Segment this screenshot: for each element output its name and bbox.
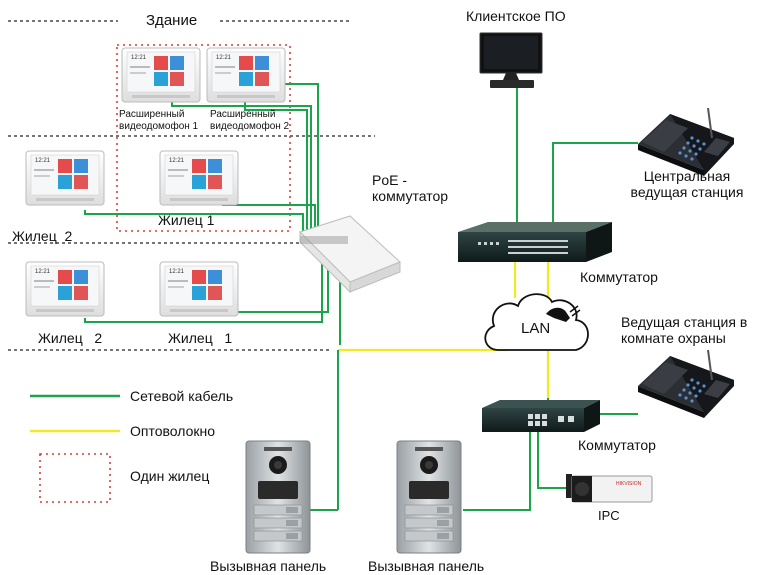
guard-master-station (637, 349, 735, 419)
monitor-time-6: 12:21 (169, 269, 185, 275)
monitor-time-1: 12:21 (131, 55, 147, 61)
lan-cloud (484, 293, 589, 351)
extension-monitor-2-label: Расширенный видеодомофон 2 (210, 109, 290, 132)
section-separators (8, 20, 375, 351)
call-panel-2 (396, 440, 462, 554)
building-label: Здание (146, 12, 198, 29)
call-panel-1 (245, 440, 311, 554)
legend-network-cable-text: Сетевой кабель (130, 388, 234, 404)
poe-switch (299, 215, 401, 294)
legend-fiber-text: Оптоволокно (130, 423, 216, 439)
resident-1-row2-label: Жилец 1 (168, 330, 233, 346)
lan-label: LAN (521, 320, 551, 337)
extension-monitor-1-label: Расширенный видеодомофон 1 (119, 109, 199, 132)
ip-camera: HIKVISION (566, 474, 653, 503)
poe-switch-label: PoE - коммутатор (372, 172, 449, 205)
guard-station-label: Ведущая станция в комнате охраны (621, 314, 748, 347)
legend-resident-box (39, 453, 111, 503)
call-panel-1-label: Вызывная панель (210, 558, 327, 574)
call-panel-2-label: Вызывная панель (368, 558, 485, 574)
client-software-label: Клиентское ПО (466, 8, 566, 24)
client-pc (479, 32, 543, 88)
resident-boundary (116, 44, 291, 232)
access-switch (482, 400, 600, 432)
access-switch-label: Коммутатор (578, 437, 656, 453)
central-station-label: Центральная ведущая станция (630, 168, 744, 201)
legend-one-resident-text: Один жилец (130, 468, 210, 484)
fiber-cables (338, 262, 550, 398)
monitor-time-4: 12:21 (169, 158, 185, 164)
resident-2-row2-label: Жилец 2 (38, 330, 103, 346)
svg-text:HIKVISION: HIKVISION (616, 481, 642, 487)
resident-1-row1-label: Жилец 1 (158, 212, 215, 228)
monitor-time-3: 12:21 (35, 158, 51, 164)
resident-2-row1-label: Жилец 2 (12, 228, 73, 244)
monitor-time-5: 12:21 (35, 269, 51, 275)
core-switch (458, 222, 612, 262)
core-switch-label: Коммутатор (580, 269, 658, 285)
ipc-label: IPC (598, 508, 620, 523)
monitor-time-2: 12:21 (216, 55, 232, 61)
legend (30, 394, 120, 503)
central-master-station (637, 107, 735, 177)
